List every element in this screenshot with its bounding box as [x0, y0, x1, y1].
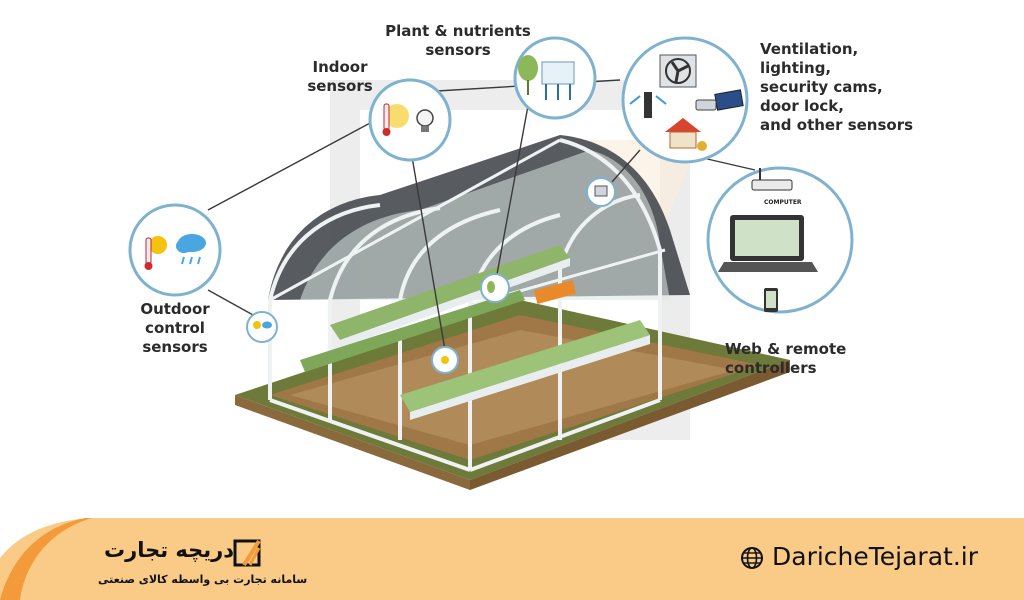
greenhouse-structure	[268, 135, 690, 472]
brand-tagline: سامانه تجارت بی واسطه کالای صنعتی	[98, 573, 308, 586]
light-bulb-icon	[416, 109, 434, 132]
computer-label: COMPUTER	[764, 199, 802, 206]
web-remote-circle: COMPUTER	[706, 166, 854, 314]
plant-sensor-badge	[480, 273, 510, 303]
website-link[interactable]: DaricheTejarat.ir	[772, 542, 979, 571]
camera-icon	[695, 99, 717, 111]
globe-icon	[741, 547, 763, 569]
sun-thermometer-icon	[144, 236, 167, 270]
wifi-router-icon	[751, 168, 793, 191]
laptop-icon	[718, 215, 818, 272]
fan-icon	[659, 54, 697, 88]
sprinkler-icon	[629, 92, 667, 118]
footer-bar	[0, 518, 1024, 600]
smartphone-icon	[764, 288, 778, 312]
thermometer-sun-icon	[382, 103, 409, 136]
indoor-sensor-badge	[431, 346, 459, 374]
plant-nutrients-circle	[513, 36, 597, 120]
cloud-rain-icon	[176, 234, 206, 265]
plant-nutrients-label: Plant & nutrients sensors	[385, 22, 531, 59]
ventilation-sensor-badge	[586, 177, 616, 207]
indoor-sensors-label: Indoor sensors	[307, 58, 373, 95]
ventilation-circle	[621, 36, 749, 164]
greenhouse-base	[235, 300, 790, 490]
brand-name: دریچه تجارت	[104, 538, 235, 562]
outdoor-sensors-label: Outdoor control sensors	[140, 300, 210, 356]
footer-accent-shape	[0, 518, 92, 600]
plant-icon	[518, 55, 575, 100]
greenhouse-diagram: COMPUTER	[128, 36, 854, 490]
logo-icon	[233, 539, 261, 567]
outdoor-sensors-circle	[128, 203, 222, 297]
house-lock-icon	[665, 118, 707, 151]
ventilation-label: Ventilation, lighting, security cams, do…	[760, 40, 914, 134]
indoor-sensors-circle	[368, 78, 452, 162]
web-remote-label: Web & remote controllers	[725, 340, 847, 377]
outdoor-sensor-badge	[246, 311, 278, 343]
